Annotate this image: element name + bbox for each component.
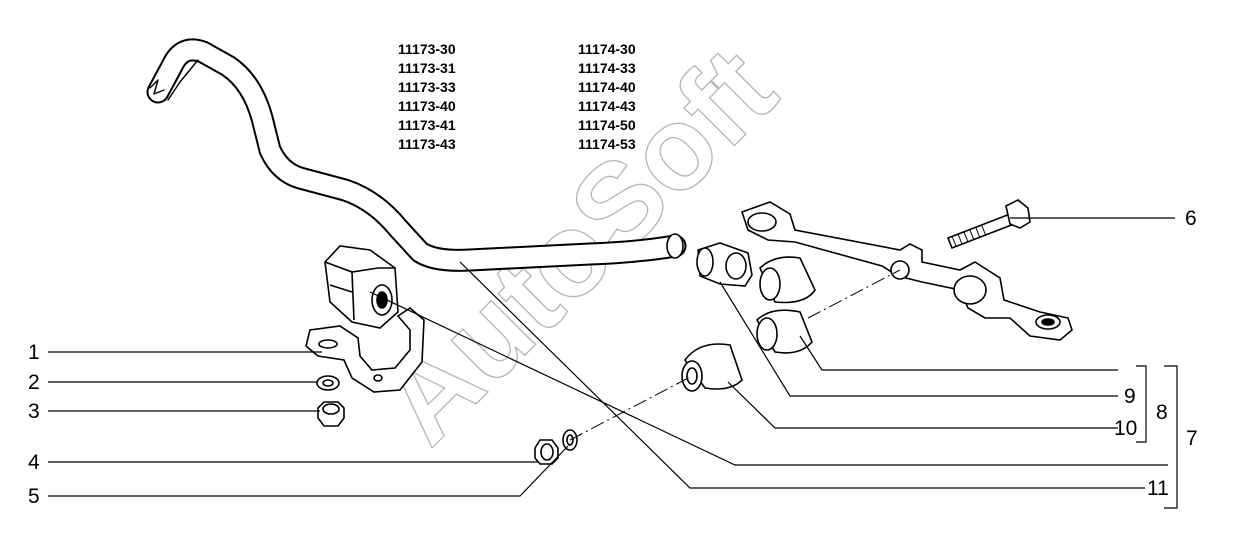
callout-8: 8	[1156, 401, 1168, 424]
stabilizer-bar	[146, 38, 687, 272]
callout-4: 4	[28, 451, 40, 474]
model-code: 11174-30	[578, 41, 636, 57]
callout-10: 10	[1114, 417, 1138, 440]
silentblock-8	[696, 242, 753, 287]
model-code: 11174-50	[578, 117, 636, 133]
bracket	[305, 306, 425, 393]
axis-lines	[569, 269, 901, 441]
group-brackets	[1136, 365, 1178, 509]
model-code: 11173-31	[398, 60, 456, 76]
model-code: 11174-53	[578, 136, 636, 152]
leader-lines	[48, 217, 1175, 497]
washer	[316, 375, 340, 391]
callout-1: 1	[28, 341, 40, 364]
silentblock-10	[681, 343, 743, 392]
model-code: 11173-33	[398, 79, 456, 95]
lower-control-arm	[740, 201, 1073, 341]
spring-washer	[562, 429, 578, 451]
model-code: 11173-41	[398, 117, 456, 133]
callout-2: 2	[28, 371, 40, 394]
model-code: 11173-43	[398, 136, 456, 152]
callout-6: 6	[1185, 207, 1197, 230]
model-code: 11174-33	[578, 60, 636, 76]
model-code: 11173-30	[398, 41, 456, 57]
callout-11: 11	[1147, 477, 1169, 500]
model-codes-right: 11174-30 11174-33 11174-40 11174-43 1117…	[578, 40, 636, 154]
model-code: 11174-40	[578, 79, 636, 95]
callout-9: 9	[1124, 385, 1136, 408]
callout-7: 7	[1186, 427, 1198, 450]
callout-3: 3	[28, 400, 40, 423]
sleeve-9	[759, 256, 816, 304]
stabilizer-bushing	[324, 245, 399, 329]
model-code: 11174-43	[578, 98, 636, 114]
nut-small	[534, 439, 559, 465]
bolt	[946, 199, 1031, 250]
model-codes-left: 11173-30 11173-31 11173-33 11173-40 1117…	[398, 40, 456, 154]
sleeve-9b	[755, 309, 813, 354]
nut	[317, 401, 345, 427]
model-code: 11173-40	[398, 98, 456, 114]
callout-5: 5	[28, 485, 40, 508]
